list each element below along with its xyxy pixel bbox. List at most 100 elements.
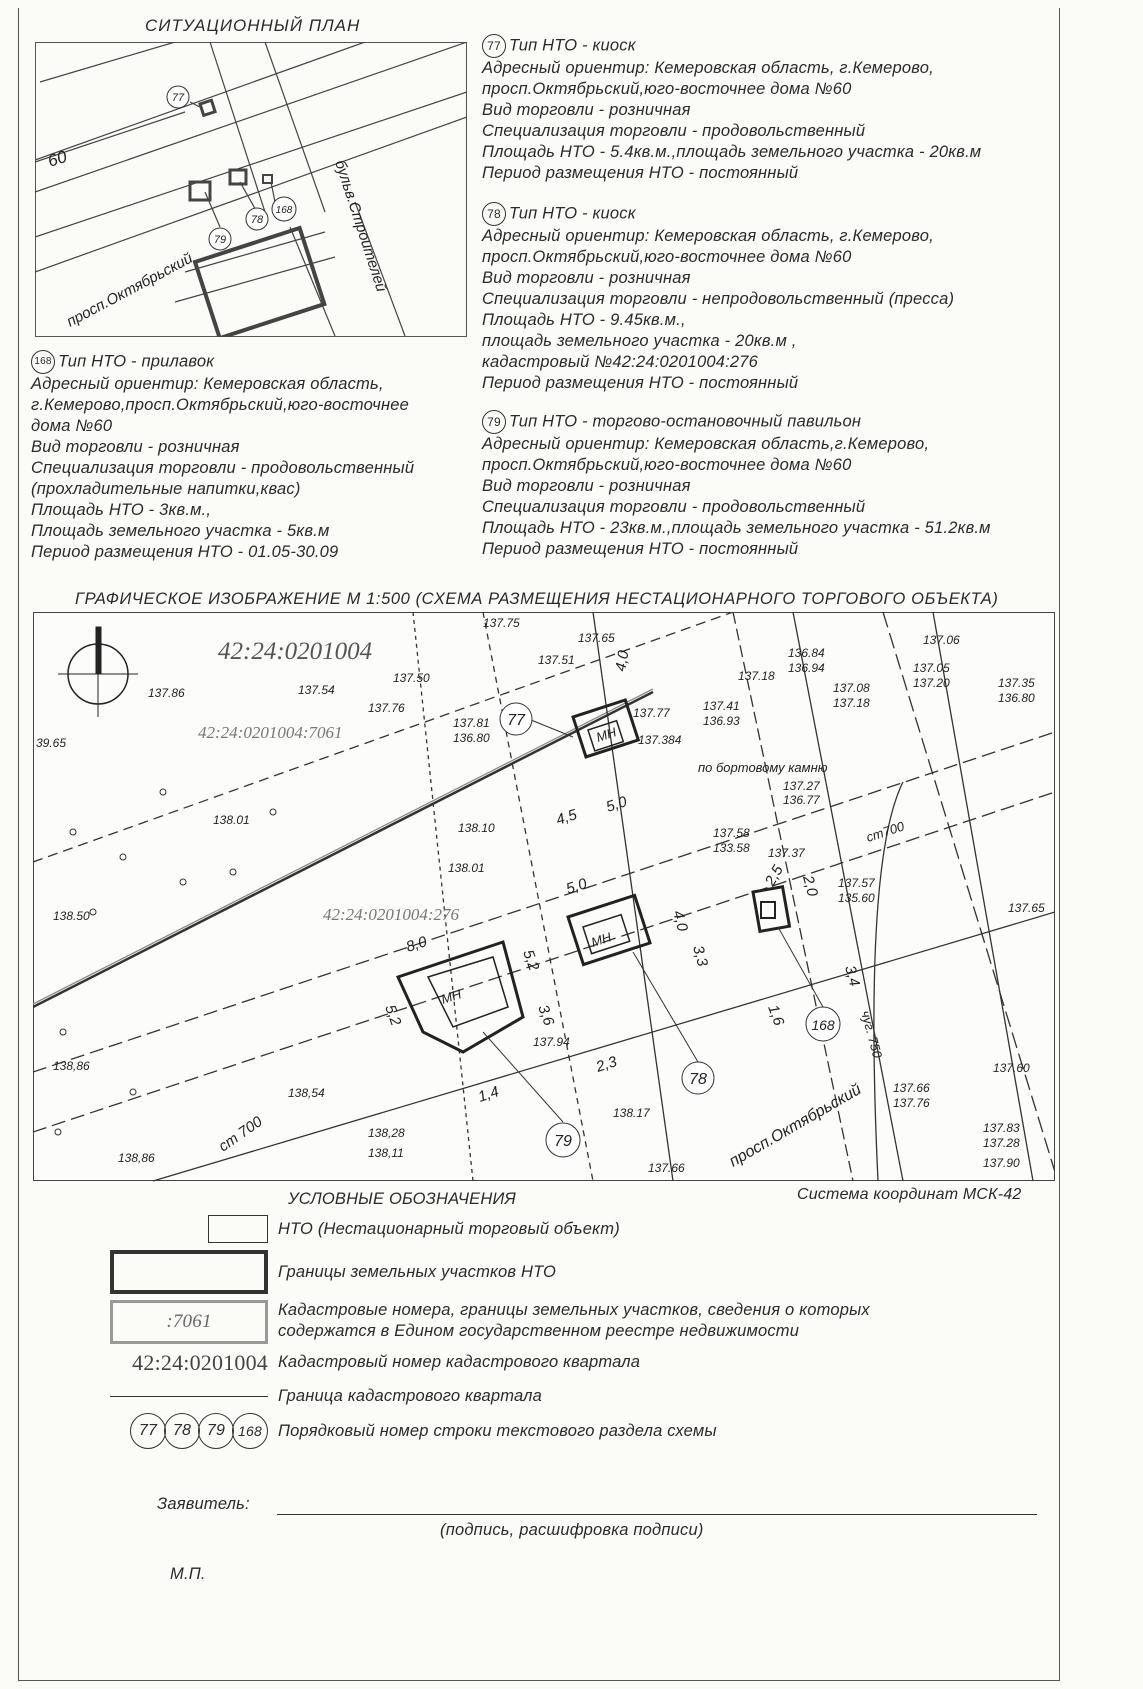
applicant-label: Заявитель: bbox=[157, 1495, 250, 1513]
page-frame bbox=[18, 8, 1060, 1681]
marker-168: 168 bbox=[276, 205, 293, 216]
cadastral-symbol: :7061 bbox=[110, 1300, 268, 1344]
map-label: 136.84 bbox=[788, 646, 825, 660]
map-label: 2,3 bbox=[593, 1053, 620, 1076]
map-label: 2,0 bbox=[799, 873, 821, 899]
map-label: 5,2 bbox=[381, 1003, 404, 1029]
map-label: 3,6 bbox=[534, 1003, 557, 1029]
map-label: 5,0 bbox=[604, 793, 630, 816]
map-label: 137.08 bbox=[833, 681, 870, 695]
parcel-276-label: 42:24:0201004:276 bbox=[323, 905, 459, 924]
map-label: 135.60 bbox=[838, 891, 875, 905]
parcel-7061-label: 42:24:0201004:7061 bbox=[198, 723, 342, 742]
map-label: 137.50 bbox=[393, 671, 430, 685]
kiosk-79-label: МН bbox=[439, 986, 463, 1007]
marker-78: 78 bbox=[482, 202, 506, 226]
map-label: 39.65 bbox=[36, 736, 66, 750]
map-label: 137.06 bbox=[923, 633, 960, 647]
curb-label: по бортовому камню bbox=[698, 760, 828, 775]
map-label: 137.65 bbox=[1008, 901, 1045, 915]
marker-77: 77 bbox=[482, 34, 506, 58]
marker-79: 79 bbox=[214, 234, 226, 246]
map-label: 8,0 bbox=[404, 933, 430, 956]
marker-77: 77 bbox=[172, 92, 185, 104]
map-label: 137.05 bbox=[913, 661, 950, 675]
map-label: 4,0 bbox=[612, 649, 632, 673]
map-label: 136.80 bbox=[998, 691, 1035, 705]
map-label: 3,3 bbox=[689, 944, 711, 969]
map-label: 137.384 bbox=[638, 733, 682, 747]
coordinate-system: Система координат МСК-42 bbox=[797, 1186, 1022, 1203]
map-label: 3,4 bbox=[841, 964, 863, 989]
map-label: 137.20 bbox=[913, 676, 950, 690]
map-label: 138,86 bbox=[118, 1151, 155, 1165]
marker-168: 168 bbox=[232, 1413, 268, 1449]
map-label: 137.37 bbox=[768, 846, 806, 860]
map-label: 137.54 bbox=[298, 683, 335, 697]
map-label: 138.01 bbox=[448, 861, 485, 875]
marker-77: 77 bbox=[507, 712, 526, 729]
stamp-label: М.П. bbox=[170, 1565, 206, 1583]
legend-item-cadastral: :7061 Кадастровые номера, границы земель… bbox=[110, 1300, 870, 1344]
map-label: 138,86 bbox=[53, 1059, 90, 1073]
scheme-map: МН МН МН 42:24:0201004 42:24:0201004:706… bbox=[33, 612, 1055, 1182]
map-label: 1,4 bbox=[476, 1083, 501, 1106]
map-label: 138,11 bbox=[368, 1146, 404, 1160]
situation-plan-map: 77 78 79 168 60 просп.Октябрьский бульв.… bbox=[35, 42, 467, 337]
marker-79: 79 bbox=[482, 410, 506, 434]
map-label: 137.66 bbox=[893, 1081, 930, 1095]
nto-symbol bbox=[208, 1215, 268, 1243]
signature-hint: (подпись, расшифровка подписи) bbox=[440, 1521, 704, 1539]
map-label: 138.01 bbox=[213, 813, 250, 827]
map-label: 137.75 bbox=[483, 616, 520, 630]
legend-item-boundaries: Границы земельных участков НТО bbox=[110, 1250, 556, 1294]
map-label: 137.51 bbox=[538, 653, 575, 667]
map-label: 137.76 bbox=[368, 701, 405, 715]
marker-168: 168 bbox=[811, 1017, 835, 1033]
marker-78: 78 bbox=[251, 214, 264, 226]
map-label: 137.27 bbox=[783, 779, 821, 793]
marker-79: 79 bbox=[554, 1133, 572, 1150]
map-label: 136.77 bbox=[783, 793, 821, 807]
north-arrow-icon bbox=[58, 626, 138, 717]
map-label: 137.65 bbox=[578, 631, 615, 645]
map-label: 137.66 bbox=[648, 1161, 685, 1175]
quarter-boundary-symbol bbox=[110, 1396, 268, 1397]
quarter-symbol: 42:24:0201004 bbox=[132, 1350, 268, 1375]
marker-168: 168 bbox=[31, 350, 55, 374]
legend-title: УСЛОВНЫЕ ОБОЗНАЧЕНИЯ bbox=[288, 1190, 516, 1208]
legend-item-quarter-boundary: Граница кадастрового квартала bbox=[110, 1386, 542, 1407]
parcel-boundary-symbol bbox=[110, 1250, 268, 1294]
marker-79: 79 bbox=[198, 1413, 234, 1449]
scheme-markers: 77 78 79 168 bbox=[482, 702, 841, 1158]
map-label: 136.94 bbox=[788, 661, 825, 675]
kiosk-78-label: МН bbox=[589, 929, 613, 950]
marker-78: 78 bbox=[689, 1071, 707, 1088]
map-label: 136.80 bbox=[453, 731, 490, 745]
map-label: 137.94 bbox=[533, 1035, 570, 1049]
map-label: 1,6 bbox=[764, 1003, 787, 1029]
dimensions: 4,0 4,5 5,0 5,0 8,0 5,2 5,2 3,6 4,0 3,3 … bbox=[381, 649, 863, 1106]
map-label: 137.57 bbox=[838, 876, 876, 890]
street-label: просп.Октябрьский bbox=[64, 249, 196, 330]
legend-item-markers: 77 78 79 168 Порядковый номер строки тек… bbox=[110, 1413, 717, 1449]
map-label: 137.35 bbox=[998, 676, 1035, 690]
scheme-title: ГРАФИЧЕСКОЕ ИЗОБРАЖЕНИЕ М 1:500 (СХЕМА Р… bbox=[75, 590, 999, 608]
map-label: 138.17 bbox=[613, 1106, 651, 1120]
marker-78: 78 bbox=[164, 1413, 200, 1449]
map-label: 5,0 bbox=[564, 875, 590, 898]
situation-plan-title: СИТУАЦИОННЫЙ ПЛАН bbox=[145, 16, 361, 35]
map-label: 137.76 bbox=[893, 1096, 930, 1110]
map-label: 136.93 bbox=[703, 714, 740, 728]
map-label: 137.18 bbox=[738, 669, 775, 683]
signature-line[interactable] bbox=[277, 1514, 1037, 1515]
map-label: 4,5 bbox=[554, 806, 580, 829]
map-label: 137.90 bbox=[983, 1156, 1020, 1170]
kiosk-77-label: МН bbox=[594, 724, 618, 745]
legend-item-quarter: 42:24:0201004 Кадастровый номер кадастро… bbox=[110, 1350, 640, 1375]
map-label: 137.86 bbox=[148, 686, 185, 700]
map-label: 138.50 bbox=[53, 909, 90, 923]
map-label: 138,54 bbox=[288, 1086, 325, 1100]
